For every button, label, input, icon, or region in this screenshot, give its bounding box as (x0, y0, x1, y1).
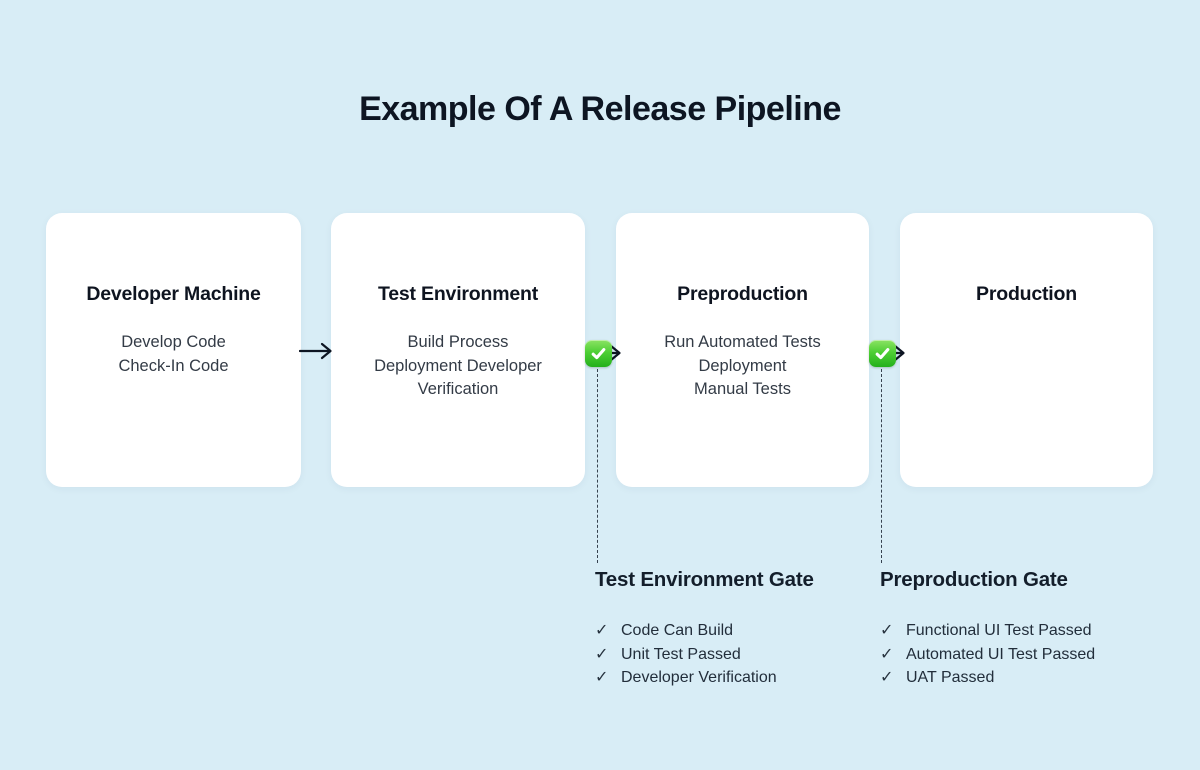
check-icon: ✓ (595, 669, 609, 686)
stage-card-preproduction: Preproduction Run Automated Tests Deploy… (616, 213, 869, 487)
checklist-item: ✓ Functional UI Test Passed (880, 619, 1160, 643)
checklist-item: ✓ Automated UI Test Passed (880, 643, 1160, 667)
gate-test-environment: Test Environment Gate ✓ Code Can Build ✓… (595, 568, 875, 690)
stage-card-line: Develop Code (121, 333, 226, 351)
checklist-item-label: Automated UI Test Passed (906, 645, 1096, 663)
checklist-item-label: Code Can Build (621, 622, 734, 639)
page-title: Example Of A Release Pipeline (359, 90, 841, 128)
check-icon: ✓ (880, 645, 894, 663)
checklist-item-label: Functional UI Test Passed (906, 622, 1092, 639)
check-icon: ✓ (595, 645, 609, 663)
stage-card-production: Production (900, 213, 1153, 487)
check-icon: ✓ (880, 669, 894, 686)
gate-checklist: ✓ Code Can Build ✓ Unit Test Passed ✓ De… (595, 619, 875, 690)
stage-card-line: Deployment (698, 356, 787, 375)
stage-card-line: Build Process (407, 333, 509, 351)
gate-title: Test Environment Gate (595, 568, 814, 591)
stage-card-line: Check-In Code (118, 356, 229, 375)
stage-card-lines: Build Process Deployment Developer Verif… (331, 331, 585, 402)
stage-card-lines: Develop Code Check-In Code (46, 331, 301, 378)
green-check-icon (585, 340, 612, 367)
stage-card-test-environment: Test Environment Build Process Deploymen… (331, 213, 585, 487)
stage-card-line: Manual Tests (694, 380, 791, 398)
gate-dashed-line (597, 369, 598, 563)
stage-card-title: Developer Machine (86, 283, 261, 305)
checklist-item-label: Unit Test Passed (621, 645, 741, 663)
stage-card-title: Test Environment (377, 283, 539, 305)
stage-card-lines: Run Automated Tests Deployment Manual Te… (616, 331, 869, 402)
checklist-item: ✓ UAT Passed (880, 666, 1160, 690)
checklist-item: ✓ Code Can Build (595, 619, 875, 643)
gate-checklist: ✓ Functional UI Test Passed ✓ Automated … (880, 619, 1160, 690)
green-check-icon (869, 340, 896, 367)
checklist-item-label: Developer Verification (621, 669, 777, 686)
stage-card-title: Production (976, 283, 1077, 305)
right-arrow-icon (299, 342, 332, 360)
stage-card-developer-machine: Developer Machine Develop Code Check-In … (46, 213, 301, 487)
stage-card-line: Verification (417, 380, 499, 398)
checklist-item: ✓ Unit Test Passed (595, 643, 875, 667)
checklist-item: ✓ Developer Verification (595, 666, 875, 690)
check-icon: ✓ (880, 622, 894, 639)
checklist-item-label: UAT Passed (906, 669, 995, 686)
stage-card-line: Deployment Developer (374, 356, 542, 375)
gate-preproduction: Preproduction Gate ✓ Functional UI Test … (880, 568, 1160, 690)
gate-title: Preproduction Gate (880, 568, 1068, 591)
gate-dashed-line (881, 369, 882, 563)
check-icon: ✓ (595, 622, 609, 639)
stage-card-title: Preproduction (677, 283, 808, 305)
stage-card-line: Run Automated Tests (664, 333, 821, 351)
